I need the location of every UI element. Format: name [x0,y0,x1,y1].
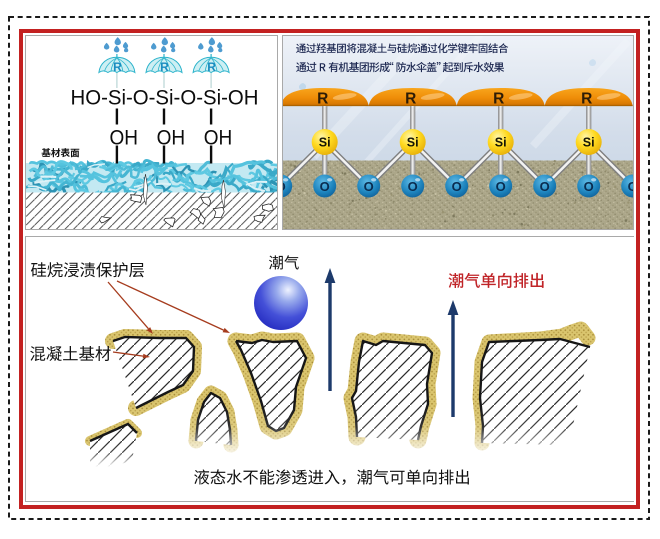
svg-text:R: R [493,91,504,108]
svg-text:OH: OH [157,126,186,149]
svg-text:O: O [628,179,633,194]
svg-text:O: O [408,179,418,194]
svg-text:Si: Si [495,136,507,150]
svg-text:Si: Si [407,136,419,150]
svg-text:O: O [540,179,550,194]
svg-text:O: O [320,179,330,194]
svg-text:R: R [317,91,328,108]
svg-text:O: O [364,179,374,194]
svg-text:R: R [113,60,122,74]
svg-text:HO-Si-O-Si-O-Si-OH: HO-Si-O-Si-O-Si-OH [71,86,259,109]
svg-text:OH: OH [204,126,233,149]
svg-text:O: O [283,179,286,194]
svg-text:R: R [405,91,416,108]
svg-text:Si: Si [583,136,595,150]
svg-text:R: R [581,91,592,108]
svg-text:O: O [584,179,594,194]
svg-text:Si: Si [319,136,331,150]
svg-text:O: O [496,179,506,194]
svg-text:R: R [160,60,169,74]
svg-text:OH: OH [110,126,139,149]
svg-text:O: O [452,179,462,194]
svg-text:R: R [207,60,216,74]
